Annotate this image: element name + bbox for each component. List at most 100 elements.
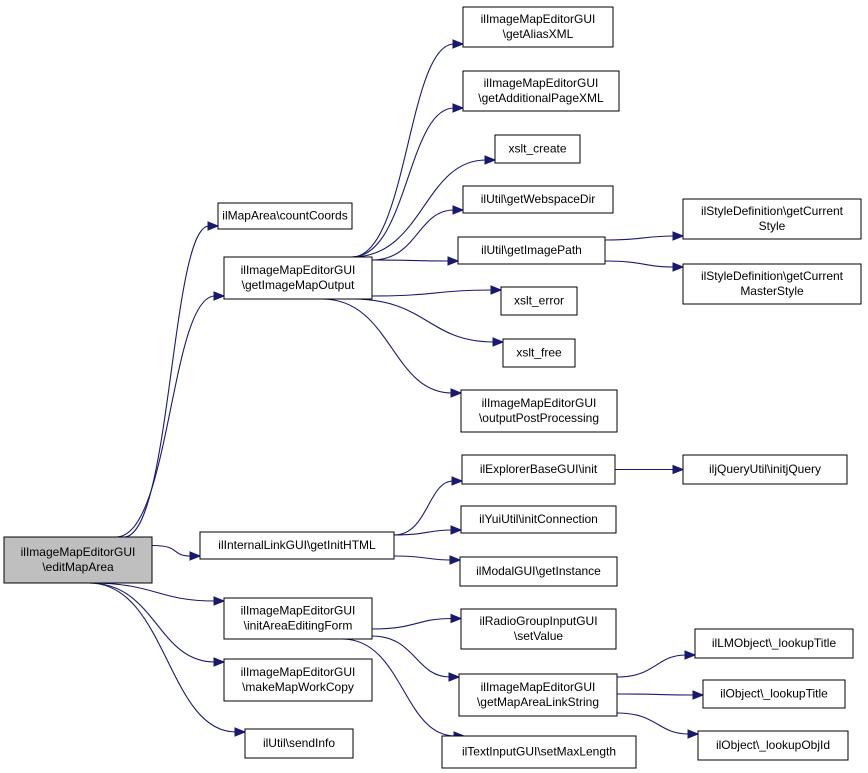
arrowhead-icon xyxy=(234,727,247,737)
node-box xyxy=(199,531,395,560)
node-box xyxy=(694,628,854,659)
node-label: \setValue xyxy=(514,629,563,643)
node-label: ilStyleDefinition\getCurrent xyxy=(701,204,844,218)
node-label: MasterStyle xyxy=(740,284,804,298)
edge-edit-map-area-to-count-coords xyxy=(123,225,210,538)
node-box xyxy=(697,730,849,761)
edge-get-image-map-output-to-get-additional-page-xml xyxy=(351,107,455,258)
arrowhead-icon xyxy=(672,464,685,475)
edge-edit-map-area-to-init-area-editing-form xyxy=(88,582,216,602)
edge-get-image-map-output-to-output-post-processing xyxy=(321,298,453,394)
node-label: ilImageMapEditorGUI xyxy=(241,604,356,618)
edge-edit-map-area-to-make-map-work-copy xyxy=(88,582,216,663)
arrowhead-icon xyxy=(448,672,461,682)
node-edit-map-area[interactable]: ilImageMapEditorGUI\editMapArea xyxy=(3,536,153,584)
node-set-value[interactable]: ilRadioGroupInputGUI\setValue xyxy=(460,608,617,650)
node-label: \getMapAreaLinkString xyxy=(477,695,599,709)
node-box xyxy=(460,389,618,433)
node-label: ilUtil\sendInfo xyxy=(263,736,335,750)
arrowhead-icon xyxy=(213,596,226,606)
arrowhead-icon xyxy=(451,476,464,486)
arrowhead-icon xyxy=(684,650,697,660)
node-label: ilImageMapEditorGUI xyxy=(21,545,136,559)
node-get-additional-page-xml[interactable]: ilImageMapEditorGUI\getAdditionalPageXML xyxy=(462,70,620,112)
edge-get-init-html-to-init-connection xyxy=(393,529,453,536)
node-label: xslt_free xyxy=(516,346,562,360)
node-box xyxy=(682,198,862,240)
node-get-init-html[interactable]: ilInternalLinkGUI\getInitHTML xyxy=(199,531,395,560)
node-box xyxy=(244,728,354,759)
arrowhead-icon xyxy=(687,729,700,739)
node-get-instance[interactable]: ilModalGUI\getInstance xyxy=(459,556,618,587)
node-box xyxy=(217,202,353,230)
node-label: ilImageMapEditorGUI xyxy=(241,263,356,277)
node-box xyxy=(3,536,153,584)
arrowhead-icon xyxy=(449,555,462,565)
node-output-post-processing[interactable]: ilImageMapEditorGUI\outputPostProcessing xyxy=(460,389,618,433)
node-xslt-free[interactable]: xslt_free xyxy=(502,338,576,368)
node-box xyxy=(458,673,618,717)
node-get-image-map-output[interactable]: ilImageMapEditorGUI\getImageMapOutput xyxy=(223,256,373,300)
node-label: xslt_create xyxy=(508,142,566,156)
node-explorer-init[interactable]: ilExplorerBaseGUI\init xyxy=(461,454,616,485)
node-label: ilLMObject\_lookupTitle xyxy=(712,636,837,650)
node-label: ilImageMapEditorGUI xyxy=(481,12,596,26)
edge-get-map-area-link-string-to-lm-lookup-title xyxy=(616,654,687,678)
node-box xyxy=(457,236,606,265)
node-label: ilImageMapEditorGUI xyxy=(481,680,596,694)
node-count-coords[interactable]: ilMapArea\countCoords xyxy=(217,202,353,230)
node-label: ilUtil\getWebspaceDir xyxy=(481,192,596,206)
node-xslt-create[interactable]: xslt_create xyxy=(494,134,581,164)
edge-get-image-map-output-to-get-image-path xyxy=(371,259,450,262)
node-obj-lookup-title[interactable]: ilObject\_lookupTitle xyxy=(702,679,846,709)
node-init-connection[interactable]: ilYuiUtil\initConnection xyxy=(460,505,617,534)
node-make-map-work-copy[interactable]: ilImageMapEditorGUI\makeMapWorkCopy xyxy=(223,658,373,702)
node-box xyxy=(500,286,578,316)
node-box xyxy=(223,658,373,702)
arrowhead-icon xyxy=(450,525,463,535)
node-xslt-error[interactable]: xslt_error xyxy=(500,286,578,316)
node-send-info[interactable]: ilUtil\sendInfo xyxy=(244,728,354,759)
node-box xyxy=(223,256,373,300)
node-box xyxy=(462,185,614,214)
node-label: iljQueryUtil\initjQuery xyxy=(709,462,821,476)
node-label: ilUtil\getImagePath xyxy=(481,243,582,257)
node-label: ilRadioGroupInputGUI xyxy=(479,614,597,628)
node-get-image-path[interactable]: ilUtil\getImagePath xyxy=(457,236,606,265)
edge-get-map-area-link-string-to-lookup-obj-id xyxy=(616,712,690,735)
edge-edit-map-area-to-get-init-html xyxy=(151,544,192,557)
arrowhead-icon xyxy=(492,337,505,347)
node-label: ilImageMapEditorGUI xyxy=(482,396,597,410)
node-get-webspace-dir[interactable]: ilUtil\getWebspaceDir xyxy=(462,185,614,214)
edge-get-image-path-to-get-current-master-style xyxy=(604,260,675,268)
node-label: Style xyxy=(759,219,786,233)
node-label: ilImageMapEditorGUI xyxy=(484,76,599,90)
node-get-alias-xml[interactable]: ilImageMapEditorGUI\getAliasXML xyxy=(462,6,614,48)
edge-get-image-map-output-to-get-alias-xml xyxy=(351,43,455,258)
node-box xyxy=(462,70,620,112)
node-box xyxy=(702,679,846,709)
node-get-map-area-link-string[interactable]: ilImageMapEditorGUI\getMapAreaLinkString xyxy=(458,673,618,717)
node-set-max-length[interactable]: ilTextInputGUI\setMaxLength xyxy=(441,735,637,769)
node-box xyxy=(460,608,617,650)
arrowhead-icon xyxy=(207,221,220,231)
node-initj-query[interactable]: iljQueryUtil\initjQuery xyxy=(682,454,848,485)
edge-get-image-map-output-to-xslt-free xyxy=(351,298,495,343)
arrowhead-icon xyxy=(213,657,226,667)
edge-get-image-map-output-to-get-webspace-dir xyxy=(371,209,455,261)
node-box xyxy=(461,454,616,485)
edge-init-area-editing-form-to-set-value xyxy=(371,617,453,630)
arrowhead-icon xyxy=(484,155,497,165)
node-label: ilStyleDefinition\getCurrent xyxy=(701,269,844,283)
node-init-area-editing-form[interactable]: ilImageMapEditorGUI\initAreaEditingForm xyxy=(223,597,373,640)
node-label: \makeMapWorkCopy xyxy=(242,680,354,694)
arrowhead-icon xyxy=(452,103,465,113)
edge-init-area-editing-form-to-get-map-area-link-string xyxy=(371,635,451,678)
node-box xyxy=(462,6,614,48)
node-label: ilObject\_lookupTitle xyxy=(720,687,828,701)
node-lm-lookup-title[interactable]: ilLMObject\_lookupTitle xyxy=(694,628,854,659)
node-label: ilMapArea\countCoords xyxy=(222,209,347,223)
node-lookup-obj-id[interactable]: ilObject\_lookupObjId xyxy=(697,730,849,761)
